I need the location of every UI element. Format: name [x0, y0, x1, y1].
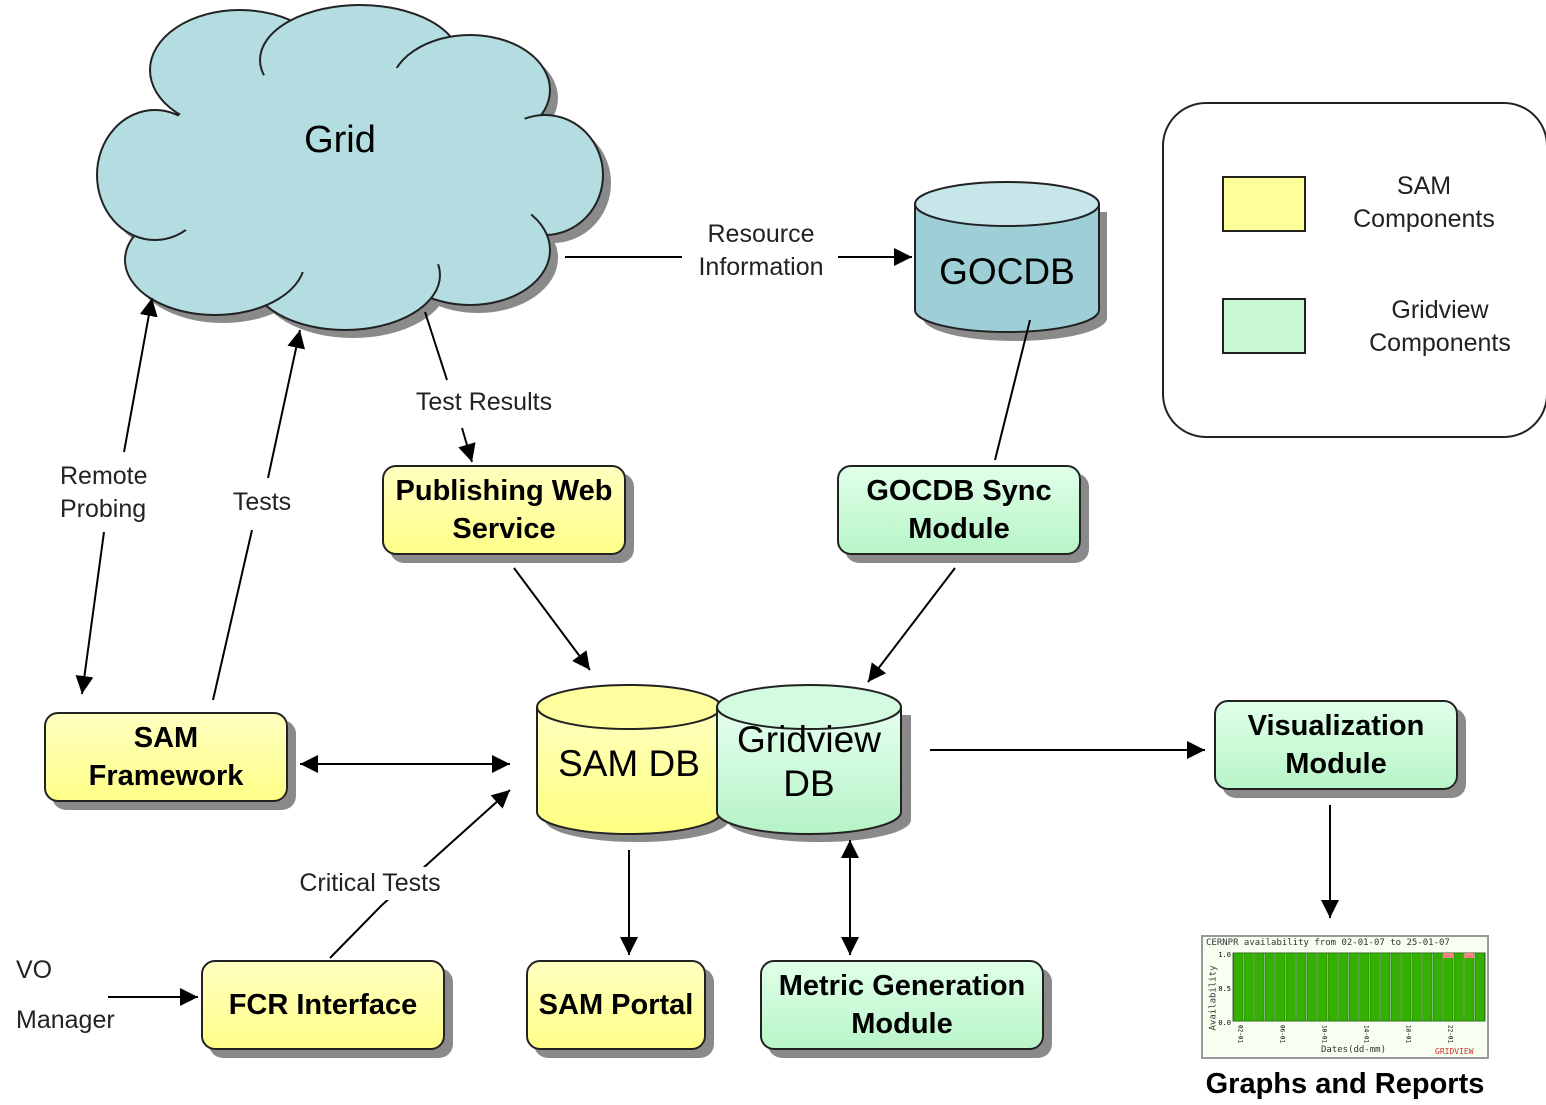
thumb-bar: [1338, 952, 1349, 1022]
sam-portal: SAM Portal: [526, 960, 706, 1050]
legend-sam-label: SAM Components: [1353, 172, 1495, 233]
thumb-bar: [1306, 952, 1317, 1022]
thumb-bar: [1411, 952, 1422, 1022]
fcr-interface: FCR Interface: [201, 960, 445, 1050]
availability-chart-thumbnail: CERNPR availability from 02-01-07 to 25-…: [1201, 935, 1489, 1059]
test-results-label: Test Results: [404, 386, 564, 419]
legend-gridview-label: Gridview Components: [1369, 296, 1511, 357]
thumb-bar: [1422, 952, 1433, 1022]
sam-framework: SAM Framework: [44, 712, 288, 802]
grid-cloud: [96, 4, 611, 338]
thumb-title: CERNPR availability from 02-01-07 to 25-…: [1206, 938, 1450, 948]
thumb-xtick: 22-01: [1446, 1025, 1453, 1043]
critical-tests-label: Critical Tests: [288, 867, 452, 900]
sam-db-label: SAM DB: [558, 743, 700, 784]
resource-information-label: Resource Information: [684, 218, 838, 284]
tests-line: [212, 529, 253, 701]
thumb-xtick: 14-01: [1362, 1025, 1369, 1043]
legend-gridview-swatch: [1222, 298, 1306, 354]
thumb-ytick: 1.0: [1218, 951, 1231, 959]
thumb-bar: [1390, 952, 1401, 1022]
thumb-bar: [1464, 952, 1475, 1022]
gocdb-sync-module: GOCDB Sync Module: [837, 465, 1081, 555]
publishing-to-db-arrow: [513, 567, 591, 671]
thumb-xlabel: Dates(dd-mm): [1321, 1045, 1387, 1055]
legend-sam-swatch: [1222, 176, 1306, 232]
publishing-web-service: Publishing Web Service: [382, 465, 626, 555]
thumb-bar: [1317, 952, 1328, 1022]
thumb-bar: [1432, 952, 1443, 1022]
thumb-bar: [1348, 952, 1359, 1022]
test-results-line: [424, 311, 448, 381]
thumb-ytick: 0.5: [1218, 985, 1231, 993]
thumb-ytick: 0.0: [1218, 1019, 1231, 1027]
gridview-db-cylinder: [716, 684, 911, 842]
remote-probing-arrow-up: [123, 297, 158, 453]
thumb-xtick: 02-01: [1236, 1025, 1243, 1043]
thumb-bar: [1254, 952, 1265, 1022]
thumb-bar: [1453, 952, 1464, 1022]
thumb-bar: [1275, 952, 1286, 1022]
thumb-bar: [1474, 952, 1485, 1022]
graphs-caption: Graphs and Reports: [1205, 1068, 1485, 1100]
thumb-bar: [1233, 952, 1244, 1022]
thumb-bar: [1285, 952, 1296, 1022]
remote-probing-label: Remote Probing: [60, 462, 148, 523]
thumb-xtick: 18-01: [1404, 1025, 1411, 1043]
vo-manager-label: VO Manager: [16, 956, 115, 1034]
thumb-bar: [1443, 952, 1454, 1022]
metric-generation-module: Metric Generation Module: [760, 960, 1044, 1050]
gocdb-sync-line: [994, 319, 1031, 461]
thumb-xtick: 10-01: [1320, 1025, 1327, 1043]
grid-label: Grid: [304, 119, 376, 161]
thumb-plot: 1.0 0.5 0.0 02-01 06-01 10-01 14-01 18-01 22-01: [1218, 951, 1486, 1043]
gocdb-database: [914, 181, 1107, 341]
legend: SAM Components Gridview Components: [1162, 102, 1546, 438]
sam-db-cylinder: [536, 684, 729, 842]
visualization-module: Visualization Module: [1214, 700, 1458, 790]
tests-label: Tests: [222, 486, 302, 519]
gridview-db-label: Gridview DB: [737, 719, 881, 804]
remote-probing-arrow-down: [75, 531, 105, 695]
thumb-bar-partial: [1464, 953, 1474, 958]
thumb-xtick: 06-01: [1278, 1025, 1285, 1043]
thumb-bar: [1359, 952, 1370, 1022]
gocdb-label: GOCDB: [939, 251, 1075, 292]
sync-to-db-arrow: [867, 567, 956, 683]
thumb-frame: [1232, 952, 1486, 1022]
thumb-bar: [1264, 952, 1275, 1022]
test-results-arrow: [458, 427, 476, 463]
thumb-bar: [1296, 952, 1307, 1022]
thumb-bar: [1401, 952, 1412, 1022]
tests-arrow: [267, 329, 305, 479]
critical-tests-line: [329, 904, 383, 959]
thumb-brand: GRIDVIEW: [1435, 1047, 1474, 1056]
thumb-bar: [1243, 952, 1254, 1022]
thumb-bar: [1380, 952, 1391, 1022]
thumb-bar-partial: [1443, 953, 1453, 958]
thumb-bar: [1369, 952, 1380, 1022]
thumb-bar: [1327, 952, 1338, 1022]
